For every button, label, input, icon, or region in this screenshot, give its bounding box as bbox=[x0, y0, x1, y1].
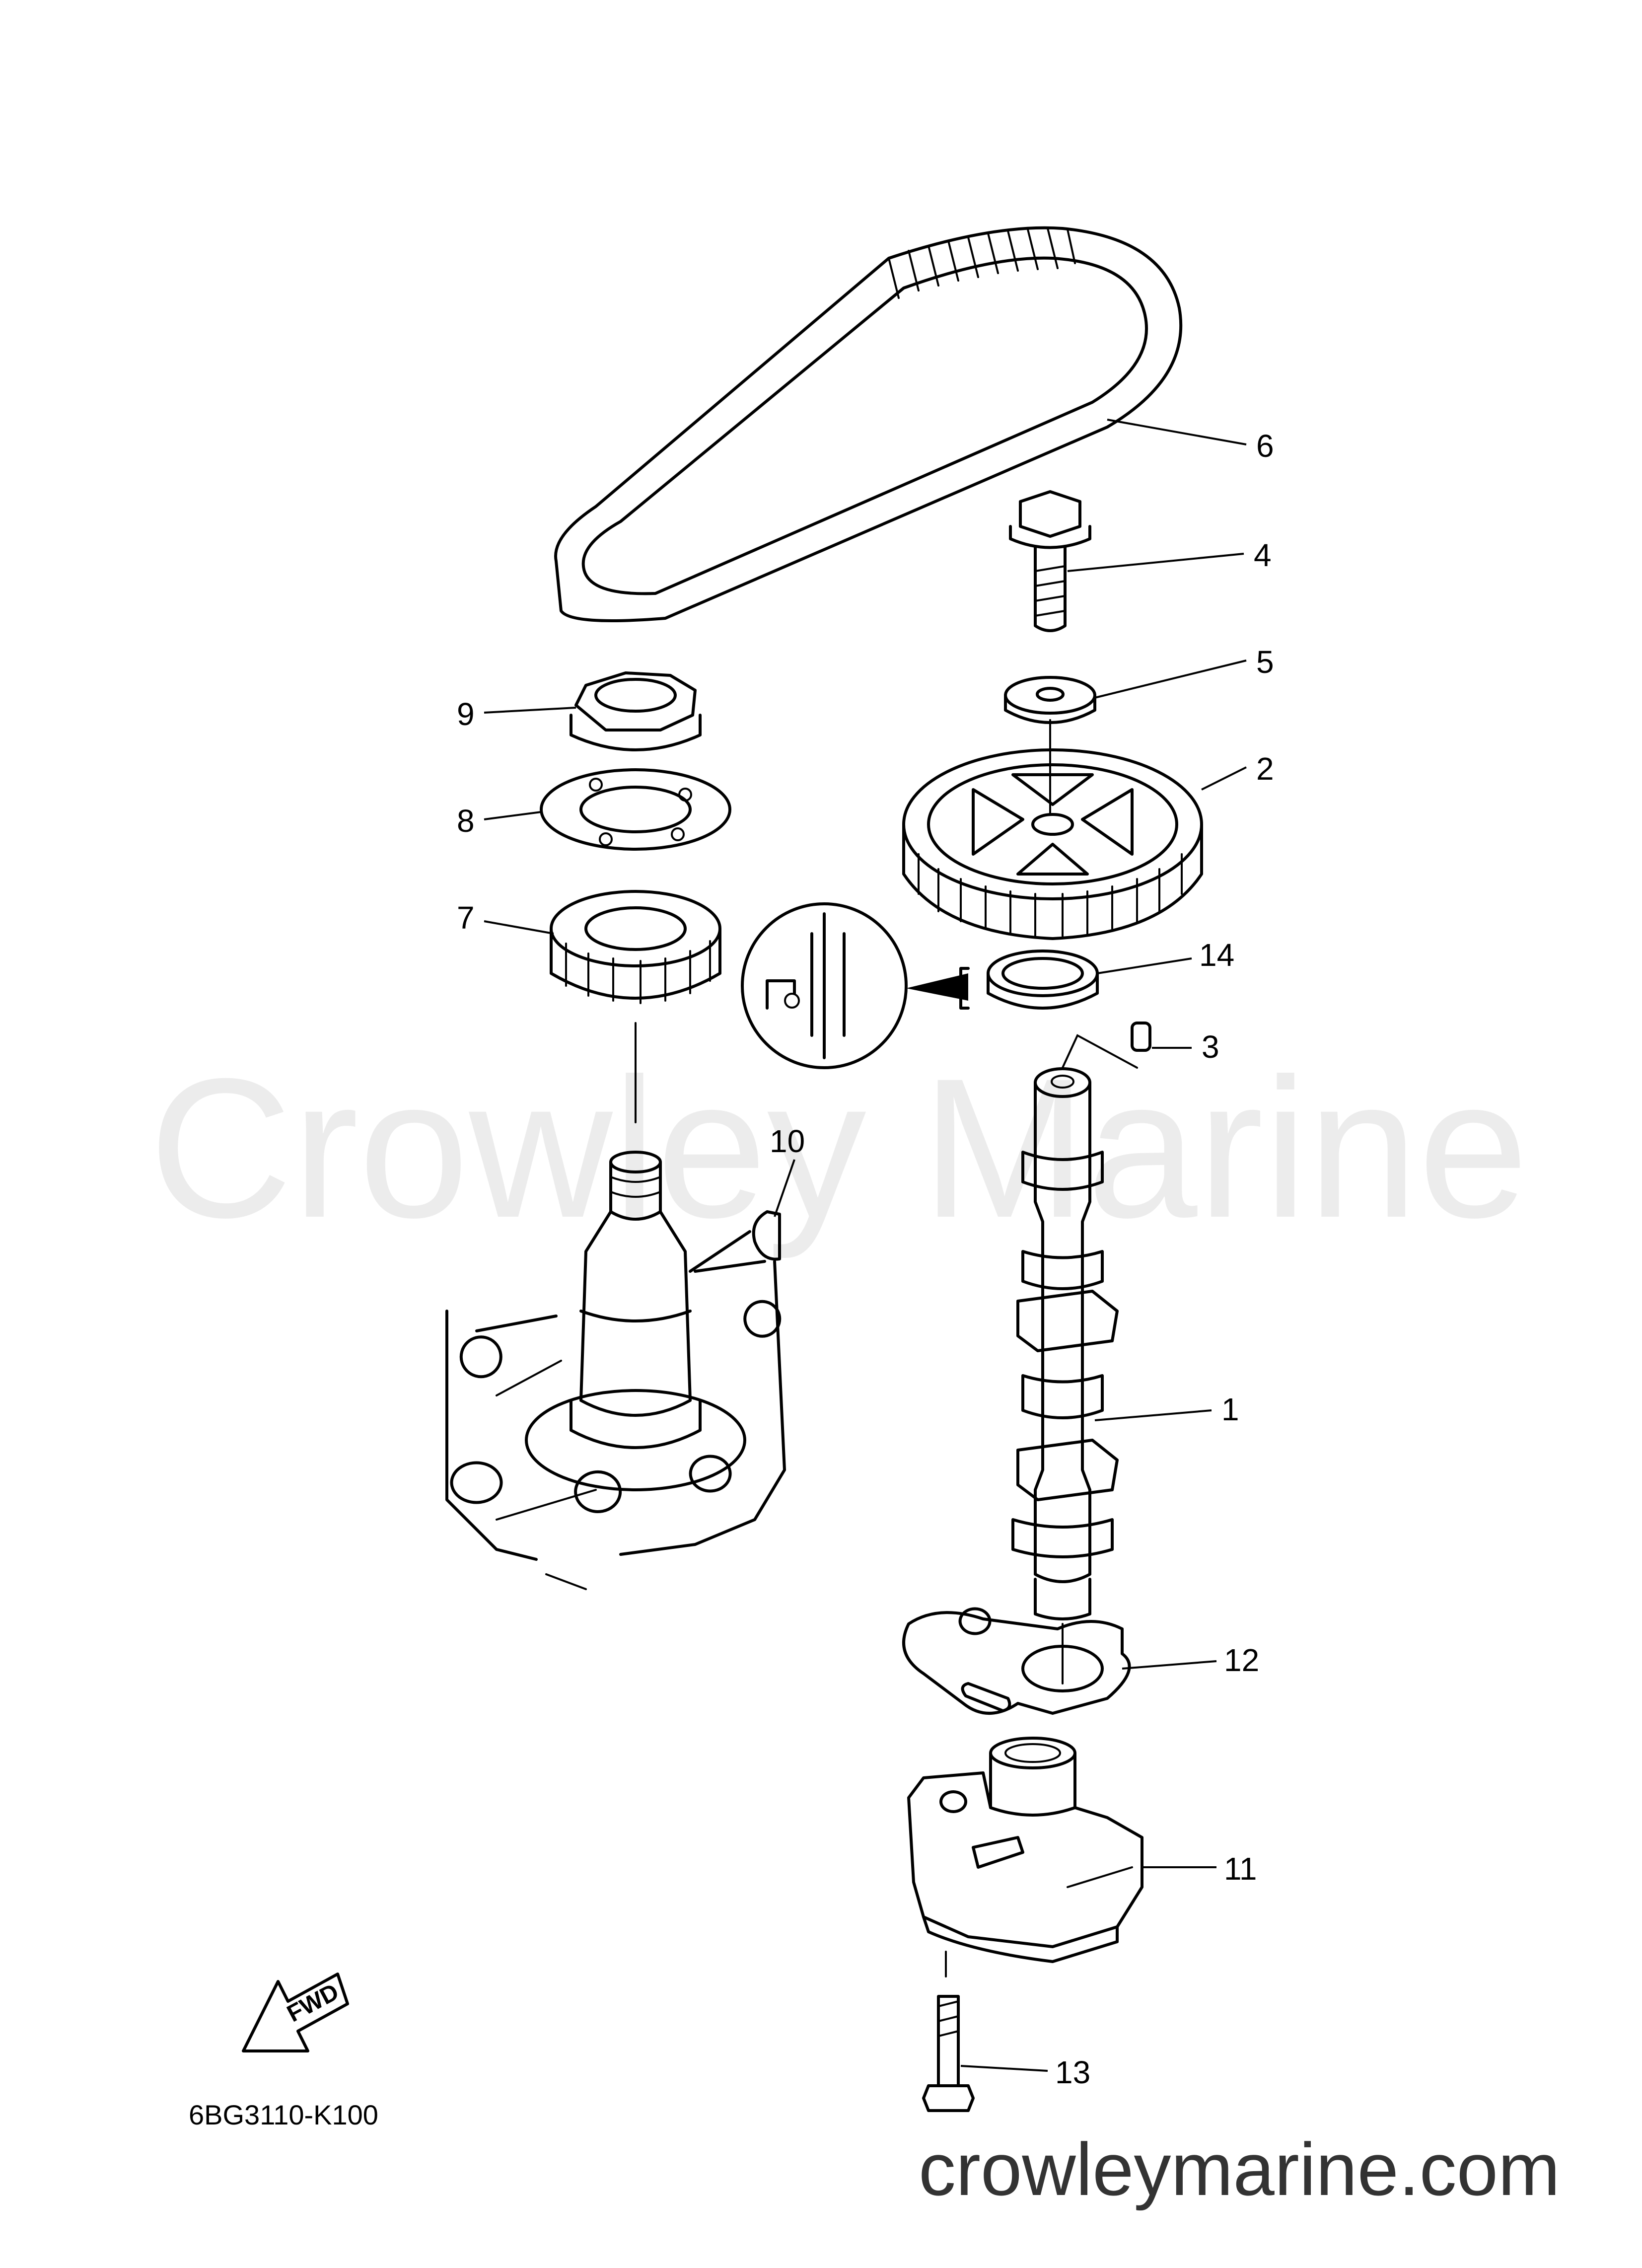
callout-2: 2 bbox=[1256, 751, 1274, 787]
crankshaft-and-crankcase bbox=[445, 1151, 786, 1590]
callout-9: 9 bbox=[457, 696, 475, 732]
flange-bolt[interactable] bbox=[1009, 490, 1091, 632]
oil-seal[interactable] bbox=[987, 950, 1099, 1010]
callout-14: 14 bbox=[1199, 937, 1234, 973]
site-url: crowleymarine.com bbox=[919, 2127, 1560, 2211]
callout-1: 1 bbox=[1221, 1391, 1239, 1427]
callout-13: 13 bbox=[1055, 2054, 1090, 2090]
pump-bolt[interactable] bbox=[922, 1995, 975, 2112]
seal-detail-callout bbox=[741, 902, 970, 1069]
oil-pump[interactable] bbox=[907, 1737, 1143, 1963]
callout-3: 3 bbox=[1202, 1029, 1219, 1065]
callout-4: 4 bbox=[1254, 537, 1272, 573]
dowel-pin[interactable] bbox=[1131, 1022, 1151, 1052]
gasket[interactable] bbox=[902, 1607, 1131, 1715]
callout-12: 12 bbox=[1224, 1642, 1259, 1678]
detail-pointer-arrow bbox=[906, 973, 968, 1001]
washer[interactable] bbox=[1004, 676, 1096, 724]
leader-lines bbox=[484, 419, 1247, 2072]
diagram-code: 6BG3110-K100 bbox=[189, 2099, 378, 2130]
watermark-text: Crowley Marine bbox=[149, 1037, 1529, 1260]
pin-guide-line bbox=[1062, 1034, 1138, 1069]
callout-10: 10 bbox=[770, 1123, 805, 1159]
callout-5: 5 bbox=[1256, 644, 1274, 680]
callout-6: 6 bbox=[1256, 428, 1274, 464]
callout-7: 7 bbox=[457, 900, 475, 936]
timing-belt[interactable] bbox=[554, 226, 1183, 622]
woodruff-key[interactable] bbox=[752, 1210, 781, 1261]
callout-8: 8 bbox=[457, 803, 475, 839]
pulley-nut[interactable] bbox=[570, 671, 702, 751]
callout-11: 11 bbox=[1224, 1851, 1257, 1887]
camshaft[interactable] bbox=[1011, 1067, 1119, 1620]
fwd-arrow-icon: FWD bbox=[242, 1973, 349, 2052]
pulley-plate[interactable] bbox=[540, 768, 731, 851]
camshaft-pulley[interactable] bbox=[902, 748, 1203, 940]
drive-pulley[interactable] bbox=[550, 890, 721, 1004]
